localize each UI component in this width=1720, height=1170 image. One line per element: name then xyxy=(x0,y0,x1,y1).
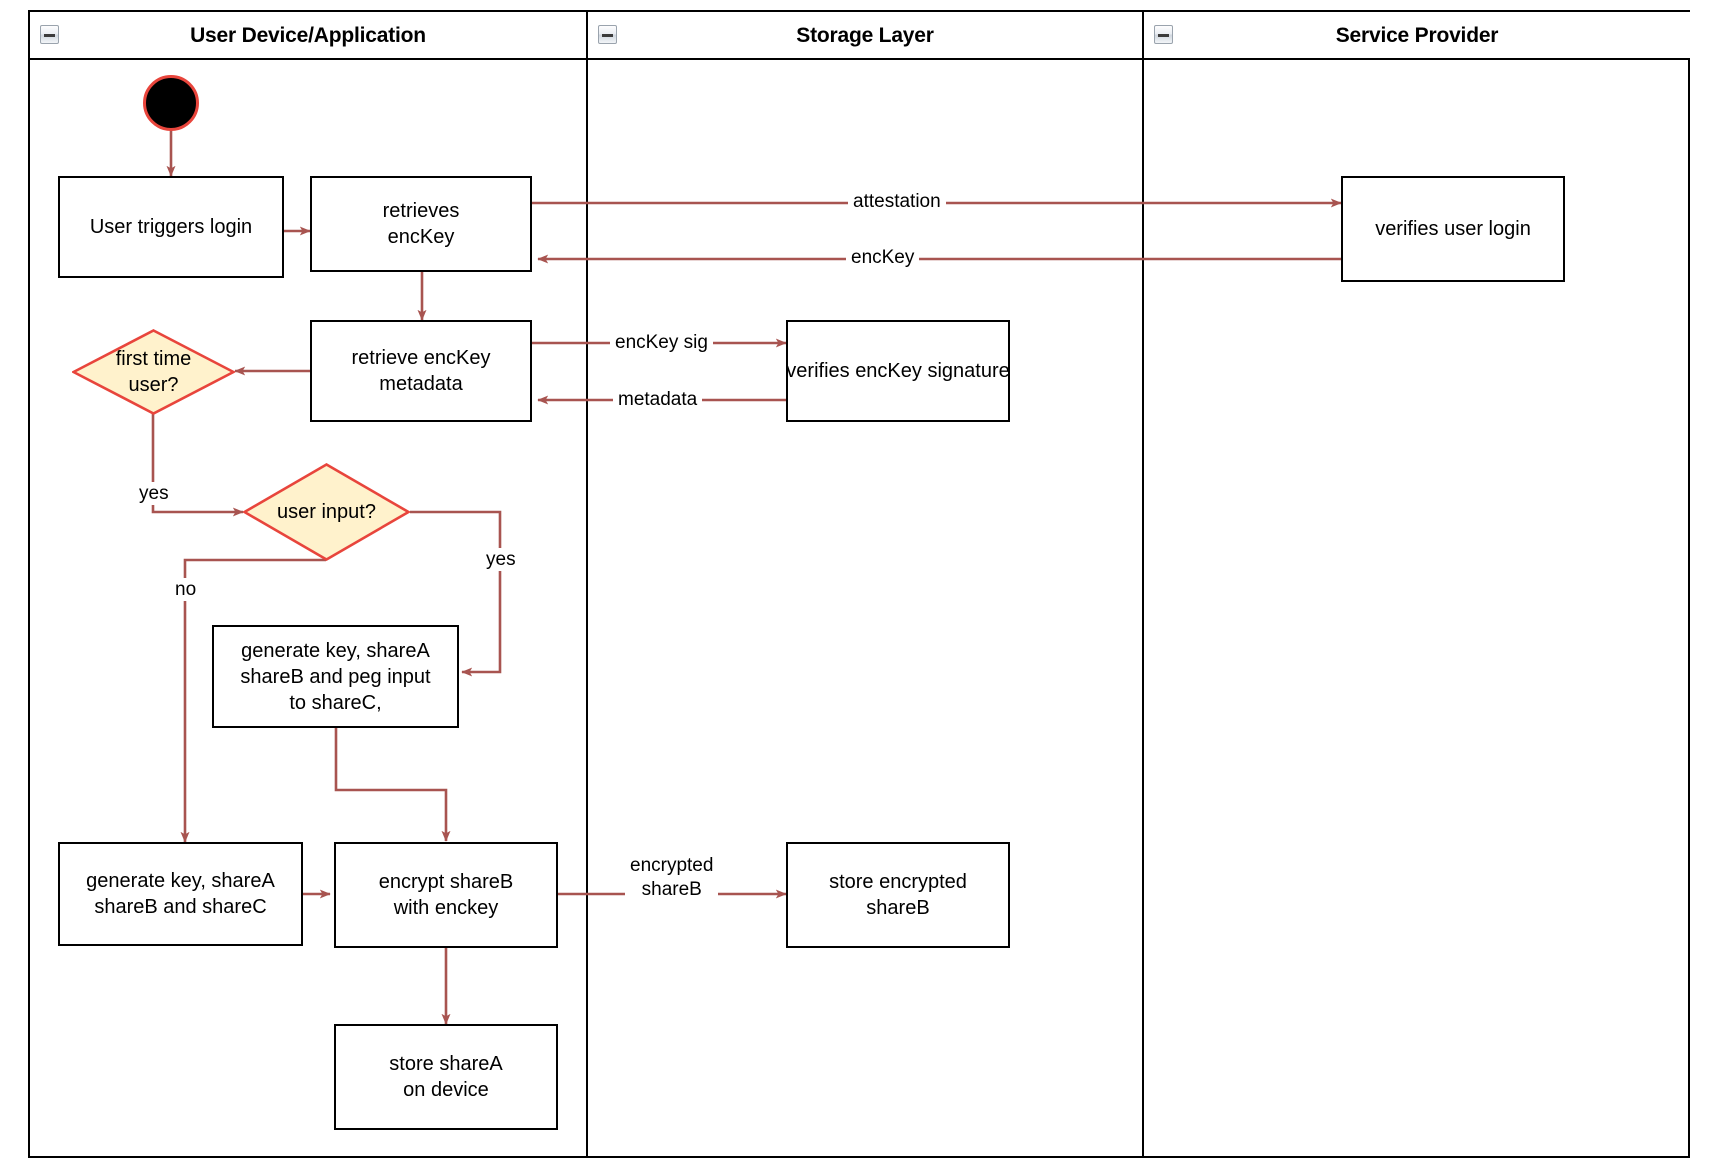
node-first-time-user[interactable]: first time user? xyxy=(72,329,235,415)
node-verifies-enckey-signature[interactable]: verifies encKey signature xyxy=(786,320,1010,422)
edge-label-enckey: encKey xyxy=(846,246,920,269)
node-first-time-user-label: first time user? xyxy=(115,348,192,396)
lane-divider-1 xyxy=(586,12,588,1156)
node-generate-peg[interactable]: generate key, shareA shareB and peg inpu… xyxy=(212,625,459,728)
edge-label-enckey-sig: encKey sig xyxy=(610,331,713,354)
node-store-encrypted-shareb[interactable]: store encrypted shareB xyxy=(786,842,1010,948)
collapse-minus-icon[interactable] xyxy=(1154,25,1173,44)
edge-label-metadata: metadata xyxy=(613,388,703,411)
node-retrieve-enckey-metadata[interactable]: retrieve encKey metadata xyxy=(310,320,532,422)
edge-label-encrypted-shareb: encrypted shareB xyxy=(625,854,719,902)
lane-title-storage: Storage Layer xyxy=(796,24,934,47)
lane-header-storage: Storage Layer xyxy=(586,12,1142,60)
node-user-input-label: user input? xyxy=(277,501,376,523)
node-verifies-enckey-signature-label: verifies encKey signature xyxy=(786,360,1010,382)
edge-label-attestation: attestation xyxy=(848,190,946,213)
lane-header-user-device: User Device/Application xyxy=(30,12,586,60)
node-retrieves-enckey[interactable]: retrieves encKey xyxy=(310,176,532,272)
lane-divider-2 xyxy=(1142,12,1144,1156)
node-user-input[interactable]: user input? xyxy=(243,463,410,561)
node-user-triggers-login[interactable]: User triggers login xyxy=(58,176,284,278)
edge-label-no-user-input: no xyxy=(170,578,202,601)
lane-title-service-provider: Service Provider xyxy=(1335,24,1499,47)
node-verifies-user-login[interactable]: verifies user login xyxy=(1341,176,1565,282)
collapse-minus-icon[interactable] xyxy=(40,25,59,44)
collapse-minus-icon[interactable] xyxy=(598,25,617,44)
lane-header-service-provider: Service Provider xyxy=(1142,12,1690,60)
node-store-sharea[interactable]: store shareA on device xyxy=(334,1024,558,1130)
start-node xyxy=(143,75,199,131)
edge-label-yes-first-time: yes xyxy=(134,482,174,505)
lane-title-user-device: User Device/Application xyxy=(190,24,426,47)
node-generate-shares[interactable]: generate key, shareA shareB and shareC xyxy=(58,842,303,946)
node-encrypt-shareb[interactable]: encrypt shareB with enckey xyxy=(334,842,558,948)
edge-label-yes-user-input: yes xyxy=(481,548,521,571)
